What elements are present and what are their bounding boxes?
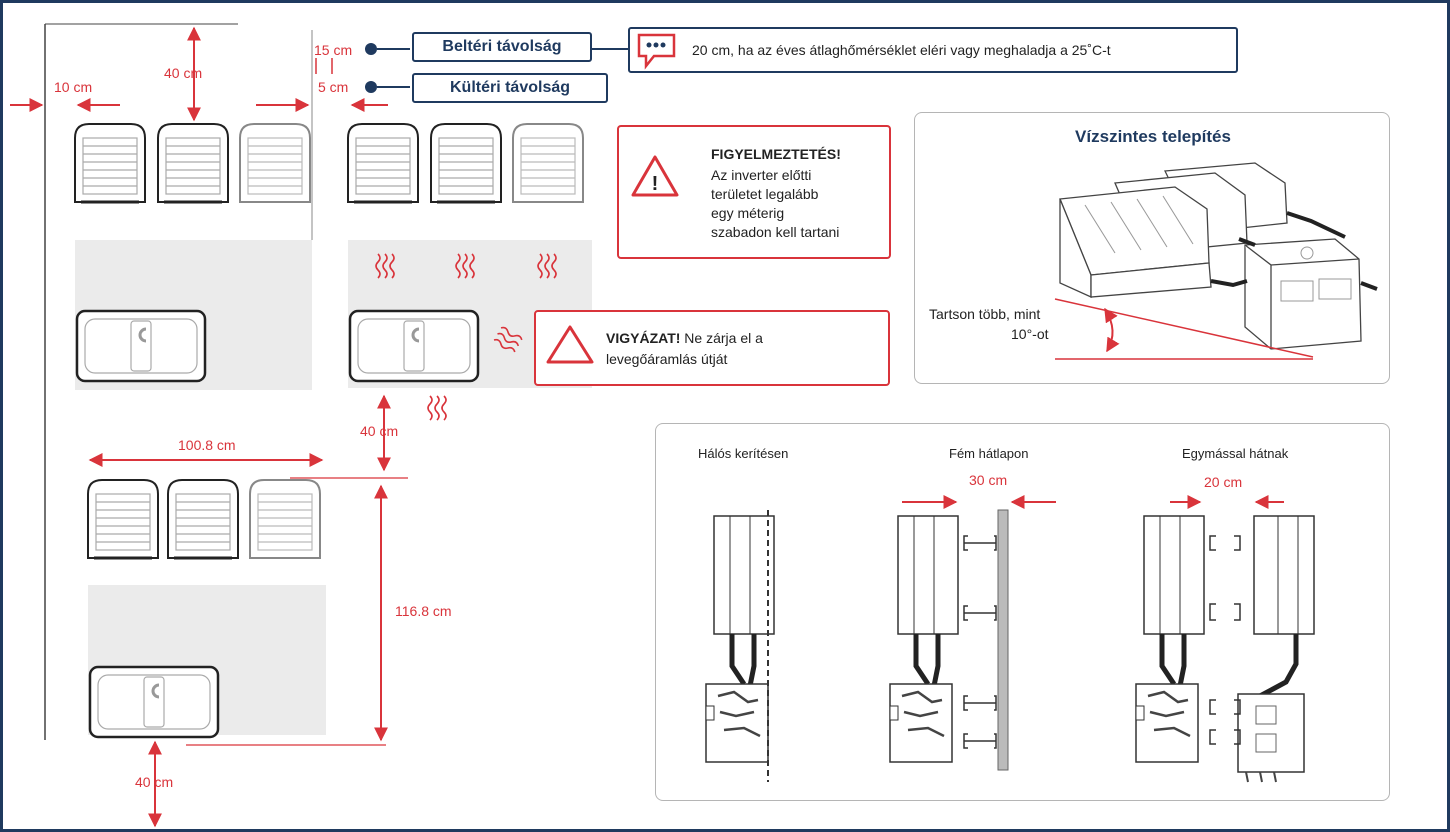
chat-icon <box>637 33 676 70</box>
warning-icon: ! <box>631 155 679 197</box>
dim-100-8cm: 100.8 cm <box>178 437 236 453</box>
horizontal-install-panel: Vízszintes telepítés Tartson több, mint … <box>914 112 1390 384</box>
caution-box: VIGYÁZAT! Ne zárja el a levegőáramlás út… <box>534 310 890 386</box>
inverter-unit <box>512 123 584 203</box>
wall-inverter <box>1136 516 1204 762</box>
inverter-unit <box>86 478 160 560</box>
note-box: 20 cm, ha az éves átlaghőmérséklet eléri… <box>628 27 1238 73</box>
dim-30cm: 30 cm <box>969 472 1008 488</box>
dim-20cm: 20 cm <box>1204 474 1243 490</box>
wall-inverter-mirrored <box>1237 515 1315 783</box>
mounting-options-panel: Hálós kerítésen Fém hátlapon Egymással h… <box>655 423 1390 801</box>
dim-40cm-middle: 40 cm <box>360 423 399 439</box>
mesh-fence-title: Hálós kerítésen <box>698 446 789 461</box>
wall-inverter <box>890 516 958 762</box>
angle-text-line1: Tartson több, mint <box>929 306 1041 322</box>
dim-40cm-top: 40 cm <box>164 65 203 81</box>
caution-line1: Ne zárja el a <box>680 330 763 346</box>
horizontal-install-drawing <box>1054 162 1378 360</box>
inverter-unit <box>73 122 147 204</box>
dim-15cm: 15 cm <box>314 42 353 58</box>
back-to-back-title: Egymással hátnak <box>1182 446 1289 461</box>
horizontal-install-title: Vízszintes telepítés <box>1075 127 1231 146</box>
dim-5cm: 5 cm <box>318 79 349 95</box>
caution-icon <box>546 325 594 364</box>
dim-10cm: 10 cm <box>54 79 93 95</box>
caution-title: VIGYÁZAT! <box>606 330 681 346</box>
metal-back-title: Fém hátlapon <box>949 446 1029 461</box>
warning-line: Az inverter előtti <box>711 167 812 183</box>
battery-unit <box>75 309 207 383</box>
inverter-unit <box>429 122 503 204</box>
heat-icon <box>427 395 447 421</box>
note-text: 20 cm, ha az éves átlaghőmérséklet eléri… <box>692 42 1111 58</box>
warning-line: területet legalább <box>711 186 819 202</box>
svg-text:!: ! <box>652 173 659 195</box>
mounting-drawing <box>656 495 1315 783</box>
warning-line: szabadon kell tartani <box>711 224 840 240</box>
inverter-unit <box>249 479 321 559</box>
outdoor-distance-text: Kültéri távolság <box>449 79 571 96</box>
caution-line2: levegőáramlás útját <box>606 351 728 367</box>
inverter-unit <box>166 478 240 560</box>
outdoor-distance-label: Kültéri távolság <box>412 73 608 103</box>
battery-unit <box>348 309 480 383</box>
inverter-unit <box>239 123 311 203</box>
angle-text-line2: 10°-ot <box>1011 326 1049 342</box>
inverter-unit <box>156 122 230 204</box>
warning-line: egy méterig <box>711 205 785 221</box>
indoor-distance-text: Beltéri távolság <box>442 38 562 55</box>
warning-title: FIGYELMEZTETÉS! <box>711 146 841 162</box>
dim-40cm-bottom: 40 cm <box>135 774 174 790</box>
dim-116-8cm: 116.8 cm <box>395 603 452 619</box>
warning-box: ! FIGYELMEZTETÉS! Az inverter előtti ter… <box>617 125 891 259</box>
wall-inverter <box>706 516 774 762</box>
battery-unit <box>88 665 220 739</box>
indoor-distance-label: Beltéri távolság <box>412 32 592 62</box>
inverter-unit <box>346 122 420 204</box>
